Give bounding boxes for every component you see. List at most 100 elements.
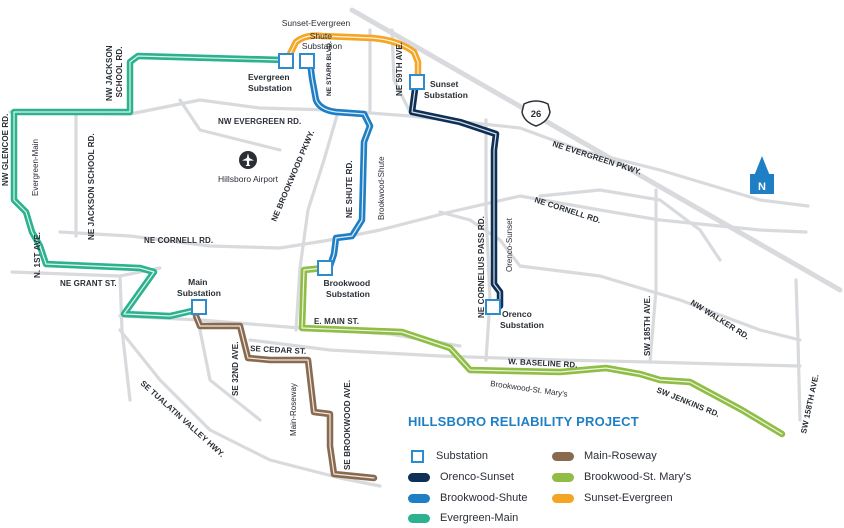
evergreen-substation-label: Evergreen Substation xyxy=(248,72,292,93)
nw-walker-rd-road xyxy=(518,264,802,342)
ne-cornell-rd-road xyxy=(58,194,808,250)
sunset-substation-label-line2: Substation xyxy=(424,90,468,100)
ne-shute-rd-label: NE SHUTE RD. xyxy=(345,160,354,218)
legend-item-orenco-sunset: Orenco-Sunset xyxy=(408,469,514,485)
se-cedar-st-label: SE CEDAR ST. xyxy=(250,344,307,356)
substation-icon xyxy=(411,449,424,463)
airport-icon xyxy=(239,151,257,169)
ne-starr-blvd-label: NE STARR BLVD. xyxy=(326,41,333,96)
highway-26-road xyxy=(349,7,843,293)
brookwood-substation-marker xyxy=(317,260,333,276)
brookwood-st-marys-route-inner xyxy=(301,267,783,435)
central-connector-road xyxy=(438,210,522,268)
sw-185th-ave-road xyxy=(648,188,658,364)
brookwood-substation-label-line2: Substation xyxy=(326,289,370,299)
legend-item-evergreen-main: Evergreen-Main xyxy=(408,510,518,526)
shute-substation-marker xyxy=(299,53,315,69)
legend-item-brookwood-shute: Brookwood-Shute xyxy=(408,490,527,506)
main-substation-marker xyxy=(191,299,207,315)
road-network xyxy=(8,7,843,488)
main-roseway-route-inner xyxy=(195,315,375,479)
brookwood-shute-route-label: Brookwood-Shute xyxy=(377,156,386,220)
brookwood-shute-route-inner xyxy=(309,61,371,267)
n-1st-ave-label: N. 1ST AVE. xyxy=(33,232,42,278)
legend-item-substation: Substation xyxy=(408,448,488,464)
legend-label-brookwood-st-marys: Brookwood-St. Mary's xyxy=(584,471,692,483)
sw-158th-ave-label: SW 158TH AVE. xyxy=(799,373,820,434)
brookwood-shute-swatch xyxy=(408,493,430,503)
brookwood-substation-label-line1: Brookwood xyxy=(323,278,370,288)
legend-item-sunset-evergreen: Sunset-Evergreen xyxy=(552,490,673,506)
sunset-evergreen-route-inner xyxy=(287,35,419,81)
ne-evergreen-pkwy-label: NE EVERGREEN PKWY. xyxy=(551,139,642,176)
sunset-evergreen-route-label: Sunset-Evergreen xyxy=(282,18,351,28)
airport-connector-road xyxy=(178,98,282,152)
ne-cornell-rd-west-label: NE CORNELL RD. xyxy=(144,236,213,245)
nw-jackson-school-rd-label: NW JACKSON SCHOOL RD. xyxy=(105,43,124,101)
evergreen-main-route-label: Evergreen-Main xyxy=(31,139,40,196)
legend-label-substation: Substation xyxy=(436,450,488,462)
ne-59th-ave-label: NE 59TH AVE. xyxy=(395,42,404,96)
nw-walker-rd-label: NW WALKER RD. xyxy=(689,298,751,341)
ne-cornell-rd-east-label: NE CORNELL RD. xyxy=(533,195,602,225)
cornell-east-connector-road xyxy=(538,188,722,262)
legend-label-sunset-evergreen: Sunset-Evergreen xyxy=(584,492,673,504)
map-title: HILLSBORO RELIABILITY PROJECT xyxy=(408,414,639,429)
ne-cornelius-pass-rd-road xyxy=(484,118,492,362)
nw-evergreen-rd-road xyxy=(8,98,810,208)
ne-grant-st-label: NE GRANT ST. xyxy=(60,279,117,288)
e-main-st-label: E. MAIN ST. xyxy=(314,317,359,326)
shute-substation-label-line1: Shute xyxy=(310,31,332,41)
ne-cornelius-pass-rd-label: NE CORNELIUS PASS RD. xyxy=(477,216,486,318)
legend: HILLSBORO RELIABILITY PROJECT Substation… xyxy=(404,414,744,524)
evergreen-main-route-inner xyxy=(13,55,285,317)
evergreen-substation-label-line1: Evergreen xyxy=(248,72,290,82)
sunset-substation-marker xyxy=(409,74,425,90)
sw-185th-ave-label: SW 185TH AVE. xyxy=(643,296,652,356)
orenco-sunset-route-inner xyxy=(411,81,501,307)
brookwood-substation-label: Brookwood Substation xyxy=(323,278,372,299)
brookwood-st-marys-swatch xyxy=(552,472,574,482)
ne-jackson-school-rd-label: NE JACKSON SCHOOL RD. xyxy=(87,133,96,240)
evergreen-main-route xyxy=(10,52,288,320)
orenco-substation-label-line2: Substation xyxy=(500,320,544,330)
ne-brookwood-pkwy-road xyxy=(294,110,340,332)
shute-substation-label: Shute Substation xyxy=(302,31,342,51)
nw-evergreen-rd-label: NW EVERGREEN RD. xyxy=(218,117,301,126)
sw-158th-ave-road xyxy=(794,278,802,422)
evergreen-substation-label-line2: Substation xyxy=(248,83,292,93)
main-substation-label-line1: Main xyxy=(188,277,207,287)
evergreen-substation-marker xyxy=(278,53,294,69)
brookwood-st-marys-route-label: Brookwood-St. Mary's xyxy=(490,379,568,399)
ne-59th-ave-road xyxy=(390,28,414,118)
w-baseline-rd-label: W. BASELINE RD. xyxy=(508,357,578,370)
orenco-substation-marker xyxy=(485,299,501,315)
main-substation-label: Main Substation xyxy=(177,277,221,298)
legend-label-evergreen-main: Evergreen-Main xyxy=(440,512,519,524)
shute-substation-label-line2: Substation xyxy=(302,41,342,51)
west-connector-road xyxy=(118,274,132,402)
sunset-substation-label-line1: Sunset xyxy=(430,79,459,89)
legend-label-main-roseway: Main-Roseway xyxy=(584,450,657,462)
evergreen-main-swatch xyxy=(408,513,430,523)
nw-jackson-school-rd-label-line2: SCHOOL RD. xyxy=(115,46,124,97)
nw-jackson-school-rd-label-line1: NW JACKSON xyxy=(105,45,114,101)
main-substation-label-line2: Substation xyxy=(177,288,221,298)
main-roseway-swatch xyxy=(552,451,574,461)
se-32nd-ave-label: SE 32ND AVE. xyxy=(231,341,240,396)
sunset-evergreen-swatch xyxy=(552,493,574,503)
se-tualatin-valley-hwy-label: SE TUALATIN VALLEY HWY. xyxy=(139,379,227,459)
legend-item-brookwood-st-marys: Brookwood-St. Mary's xyxy=(552,469,691,485)
se-brookwood-ave-label: SE BROOKWOOD AVE. xyxy=(343,380,352,470)
orenco-sunset-swatch xyxy=(408,472,430,482)
sunset-substation-label: Sunset Substation xyxy=(424,79,468,100)
legend-label-orenco-sunset: Orenco-Sunset xyxy=(440,471,514,483)
nw-glencoe-rd-label: NW GLENCOE RD. xyxy=(1,113,10,186)
hillsboro-airport-label: Hillsboro Airport xyxy=(218,174,279,184)
orenco-substation-label: Orenco Substation xyxy=(500,309,544,330)
orenco-sunset-route-label: Orenco-Sunset xyxy=(505,217,514,272)
highway-26-shield: 26 xyxy=(521,100,551,127)
north-arrow-icon: N xyxy=(750,156,774,194)
orenco-substation-label-line1: Orenco xyxy=(502,309,532,319)
